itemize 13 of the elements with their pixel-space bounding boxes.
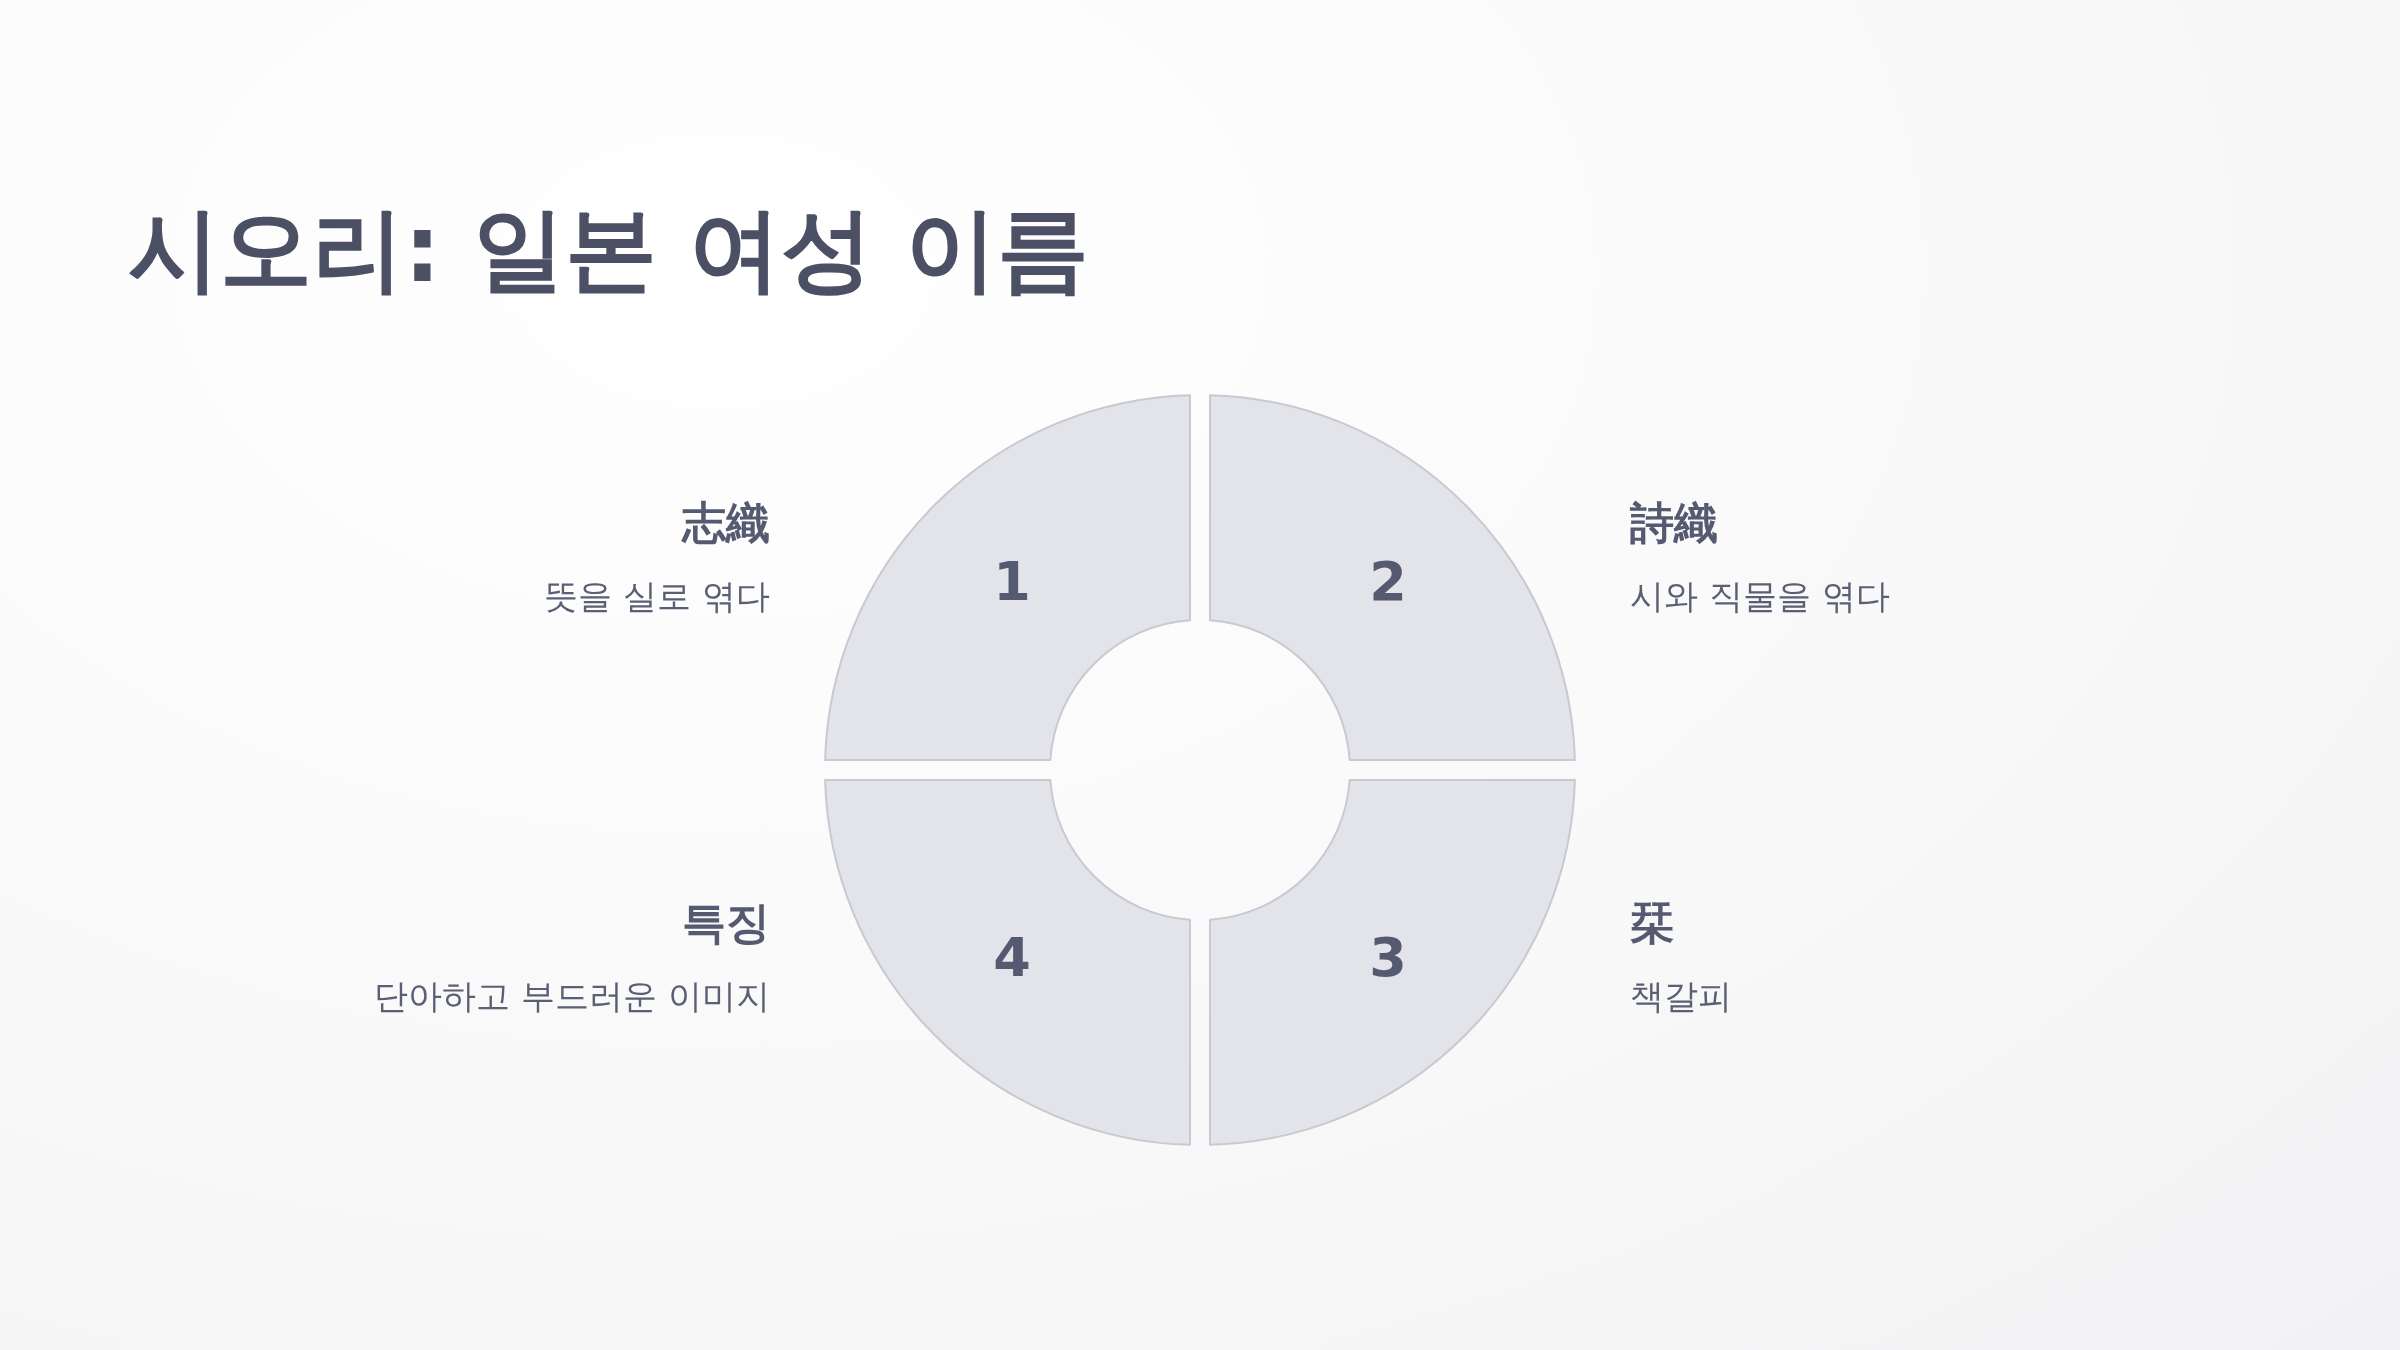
segment-description: 시와 직물을 엮다: [1630, 575, 1891, 617]
segment-heading: 志織: [680, 497, 770, 550]
title: 시오리: 일본 여성 이름: [128, 195, 1089, 305]
segment-number: 3: [1369, 931, 1407, 985]
segment-number: 1: [993, 555, 1031, 609]
segment-number: 2: [1369, 555, 1407, 609]
segment-heading: 栞: [1630, 897, 1675, 950]
segment-description: 책갈피: [1630, 975, 1733, 1017]
segment-description: 뜻을 실로 엮다: [543, 575, 770, 617]
segment-heading: 특징: [681, 897, 770, 950]
segment-number: 4: [993, 931, 1031, 985]
segment-heading: 詩織: [1630, 497, 1719, 550]
segment-description: 단아하고 부드러운 이미지: [373, 975, 770, 1017]
